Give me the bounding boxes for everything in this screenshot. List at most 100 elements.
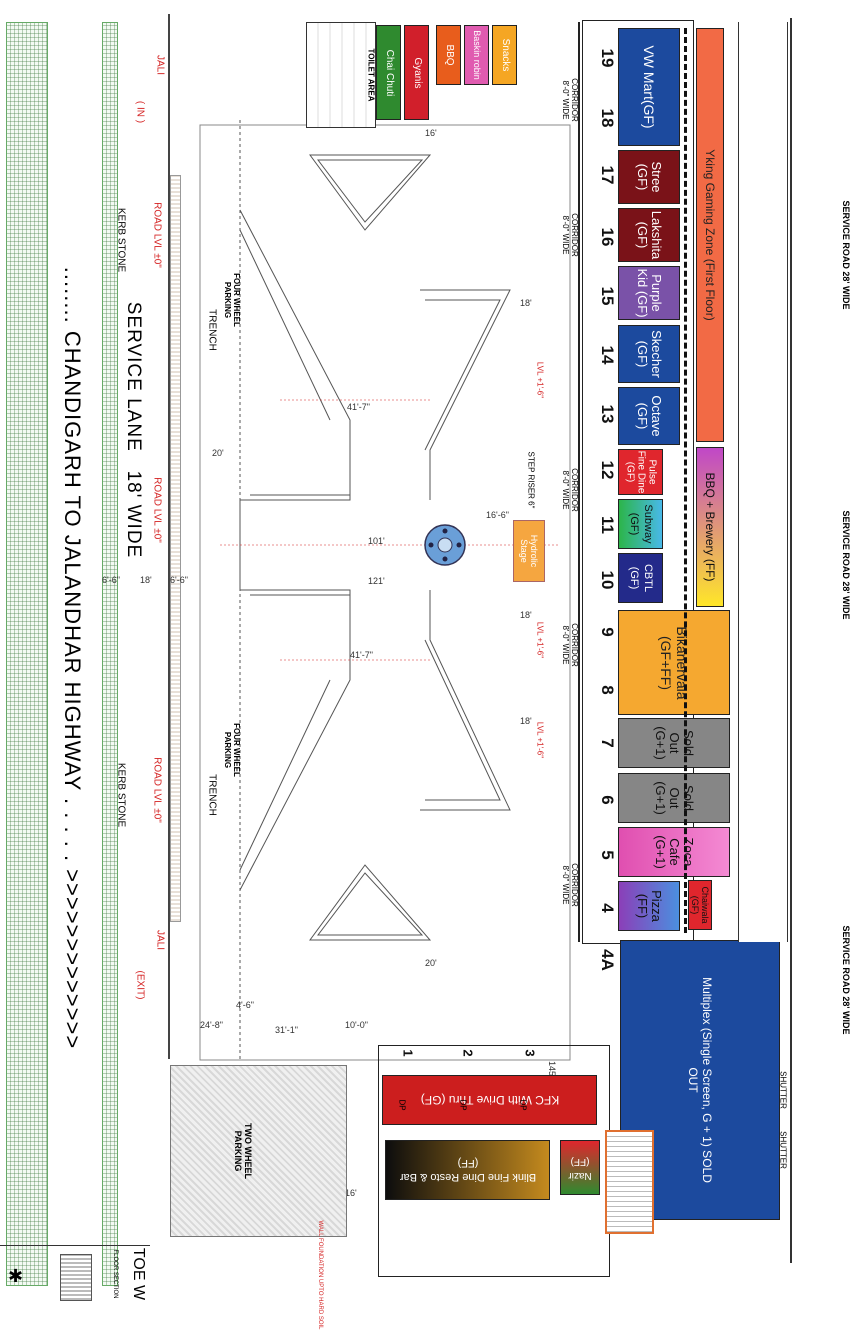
dim-17: 31'-1" xyxy=(275,1025,298,1035)
dim-8: 18' xyxy=(520,610,532,620)
stair-block xyxy=(605,1130,654,1234)
service-road-label-1: SERVICE ROAD 28' WIDE xyxy=(841,200,851,310)
shop-number-19: 19 xyxy=(598,48,617,68)
jali-label-bottom: JALI xyxy=(154,929,166,951)
shop-sold-out-7[interactable]: Sold Out (G+1) xyxy=(618,718,730,768)
blink-label: Blink Fine Dine Resto & Bar (FF) xyxy=(399,1157,536,1183)
shop-pulse-fine-dine[interactable]: Pulse Fine Dine (GF) xyxy=(618,449,663,495)
exit-label: (EXIT) xyxy=(134,970,146,1000)
kiosk-bbq[interactable]: BBQ xyxy=(436,25,461,85)
dim-19: 16' xyxy=(345,1188,357,1198)
shop-number-5: 5 xyxy=(598,850,617,860)
kiosk-chai-chuti[interactable]: Chai Chuti xyxy=(376,25,401,120)
shop-vw-mart[interactable]: VW Mart(GF) xyxy=(618,28,680,146)
highway-verge-strip xyxy=(6,22,48,1286)
shop-number-11: 11 xyxy=(598,516,617,534)
two-wheel-parking: TWO WHEEL PARKING xyxy=(170,1065,347,1237)
dim-14: 20' xyxy=(425,958,437,968)
shop-skecher[interactable]: Skecher (GF) xyxy=(618,325,680,383)
kiosk-label: Chai Chuti xyxy=(383,49,395,96)
shop-label: Pizza (FF) xyxy=(635,890,664,922)
block-number-3: 3 xyxy=(522,1049,538,1057)
service-lane-width: 18' WIDE xyxy=(123,470,144,559)
bbq-brewery[interactable]: BBQ + Brewery (FF) xyxy=(696,447,724,607)
shop-octave[interactable]: Octave (GF) xyxy=(618,387,680,445)
two-wheel-parking-label: TWO WHEEL PARKING xyxy=(233,1123,253,1179)
dim-6: 16'-6" xyxy=(486,510,509,520)
shop-label: VW Mart(GF) xyxy=(641,45,657,129)
jali-label-top: JALI xyxy=(154,54,166,76)
kiosk-label: Baskin robin xyxy=(471,30,482,80)
shop-label: CBTL (GF) xyxy=(627,563,654,593)
kfc-label: KFC With Drive Thru (GF) xyxy=(420,1093,559,1107)
shop-stree[interactable]: Stree (GF) xyxy=(618,150,680,204)
shop-label: Zoca Cafe (G+1) xyxy=(653,835,696,869)
floor-section-label: FLOOR SECTION xyxy=(112,1249,118,1299)
nazir[interactable]: Nazir (FF) xyxy=(560,1140,600,1195)
shop-zoca-cafe[interactable]: Zoca Cafe (G+1) xyxy=(618,827,730,877)
kiosk-snacks[interactable]: Snacks xyxy=(492,25,517,85)
dp-label-1: DP xyxy=(397,1099,407,1111)
shop-label: Purple Kid (GF) xyxy=(635,268,664,318)
shop-label: Stree (GF) xyxy=(635,161,664,193)
block-number-1: 1 xyxy=(400,1049,416,1057)
kiosk-baskin-robin[interactable]: Baskin robin xyxy=(464,25,489,85)
site-boundary-right xyxy=(790,18,792,1263)
shop-number-18: 18 xyxy=(598,108,617,128)
dim-3: 41'-7" xyxy=(347,402,370,412)
highway-name: CHANDIGARH TO JALANDHAR HIGHWAY xyxy=(60,330,85,791)
shop-label: Pulse Fine Dine (GF) xyxy=(624,450,657,494)
dim-12: 18' xyxy=(140,575,152,585)
boundary-line xyxy=(168,14,170,1059)
shop-label: Octave (GF) xyxy=(635,395,664,437)
road-level-3: ROAD LVL ±0" xyxy=(151,757,163,823)
service-road-label-2: SERVICE ROAD 28' WIDE xyxy=(841,510,851,620)
yking-gaming-zone[interactable]: Yking Gaming Zone (First Floor) xyxy=(696,28,724,442)
shop-bikanervala[interactable]: Bikanervala (GF+FF) xyxy=(618,610,730,715)
wall-foundation-note: WALL FOUNDATION UPTO HARD SOIL xyxy=(317,1220,323,1330)
shop-number-6: 6 xyxy=(598,795,617,805)
dim-10: 18' xyxy=(520,716,532,726)
corridor-label-4: CORRIDOR 8'-0" WIDE xyxy=(561,623,579,667)
shop-number-8: 8 xyxy=(598,685,617,695)
gaming-zone-label: Yking Gaming Zone (First Floor) xyxy=(703,149,717,321)
dim-2: 18' xyxy=(520,298,532,308)
shop-number-7: 7 xyxy=(598,738,617,748)
chaiwala[interactable]: Chaiwala (GF) xyxy=(688,880,712,930)
toilet-area: TOILET AREA xyxy=(306,22,376,128)
corridor-line xyxy=(578,22,580,942)
shop-purple-kid[interactable]: Purple Kid (GF) xyxy=(618,266,680,320)
dim-15: 24'-8" xyxy=(200,1020,223,1030)
shop-label: Skecher (GF) xyxy=(635,330,664,378)
corridor-label-2: CORRIDOR 8'-0" WIDE xyxy=(561,213,579,257)
blink-fine-dine[interactable]: Blink Fine Dine Resto & Bar (FF) xyxy=(385,1140,550,1200)
shop-subway[interactable]: Subway (GF) xyxy=(618,499,663,549)
dim-18: 10'-0" xyxy=(345,1020,368,1030)
road-level-1: ROAD LVL ±0" xyxy=(151,202,163,268)
shop-lakshita[interactable]: Lakshita (GF) xyxy=(618,208,680,262)
toe-wall-label: TOE W xyxy=(130,1247,147,1301)
toe-wall-detail: TOE W FLOOR SECTION ✱ xyxy=(0,1245,150,1301)
shop-pizza[interactable]: Pizza (FF) xyxy=(618,881,680,931)
dim-5: 101' xyxy=(368,536,385,546)
wall-section-graphic xyxy=(60,1254,92,1301)
footpath-strip xyxy=(170,175,181,922)
toilet-area-label: TOILET AREA xyxy=(366,48,376,102)
dim-13: 6'-6" xyxy=(170,575,188,585)
dim-11: 6'-6" xyxy=(102,575,120,585)
hydrolic-stage: Hydrolic Stage xyxy=(513,520,545,582)
shop-cbtl[interactable]: CBTL (GF) xyxy=(618,553,663,603)
dim-4: 20' xyxy=(212,448,224,458)
shop-number-13: 13 xyxy=(598,404,617,424)
service-road-label-3: SERVICE ROAD 28' WIDE xyxy=(841,925,851,1035)
shop-number-10: 10 xyxy=(598,570,617,590)
shop-number-12: 12 xyxy=(598,460,617,480)
palm-icon: ✱ xyxy=(8,1266,24,1286)
kiosk-gyanis[interactable]: Gyanis xyxy=(404,25,429,120)
four-wheel-parking-top: FOUR WHEEL PARKING xyxy=(223,273,241,327)
dp-label-2: DP xyxy=(458,1099,468,1111)
kfc-drive-thru[interactable]: KFC With Drive Thru (GF) xyxy=(382,1075,597,1125)
shop-sold-out-6[interactable]: Sold Out (G+1) xyxy=(618,773,730,823)
shutter-label-1: SHUTTER xyxy=(778,1071,788,1109)
corridor-label-3: CORRIDOR 8'-0" WIDE xyxy=(561,468,579,512)
